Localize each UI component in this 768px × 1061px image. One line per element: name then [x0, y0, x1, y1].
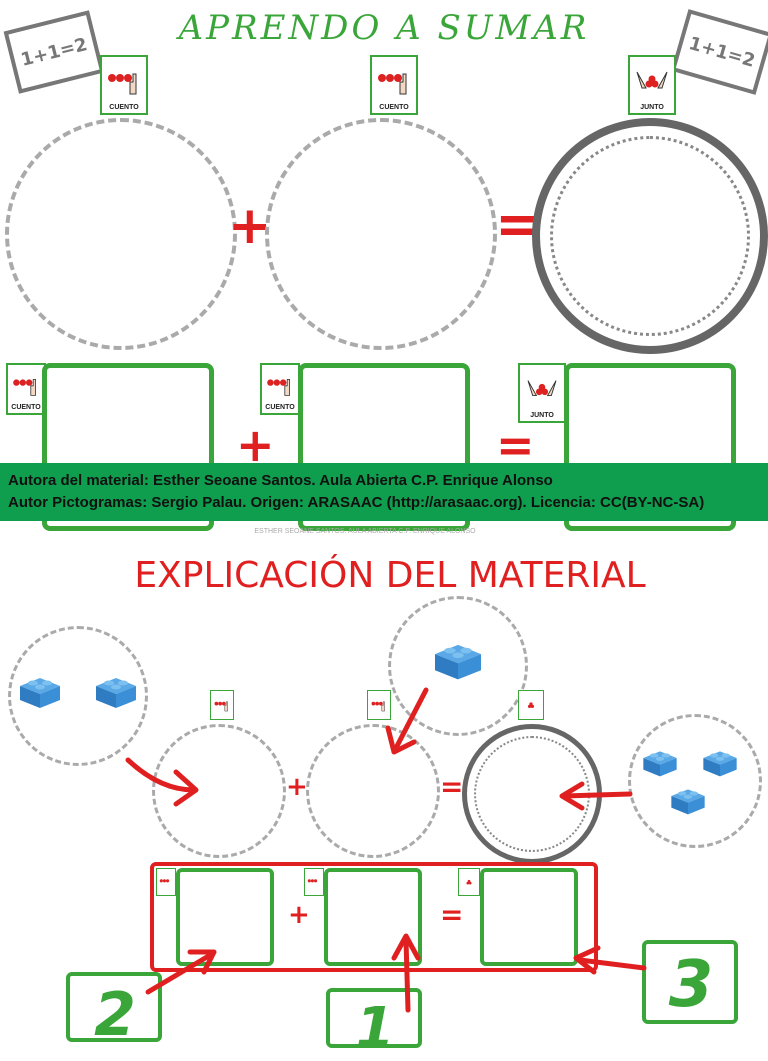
example-result-box — [480, 868, 578, 966]
sign-right-text: 1+1=2 — [686, 32, 758, 72]
result-circle — [532, 118, 768, 354]
plus-sign: + — [286, 772, 308, 802]
mini-picto-count-3 — [156, 868, 176, 896]
number-card-3: 3 — [642, 940, 738, 1024]
equals-sign: = — [440, 898, 464, 931]
number-two: 2 — [94, 980, 136, 1050]
page-title: APRENDO A SUMAR — [178, 8, 590, 48]
picto-label: CUENTO — [379, 104, 409, 111]
mini-count-circle-1 — [152, 724, 286, 858]
credits-pictograms: Autor Pictogramas: Sergio Palau. Origen:… — [8, 494, 705, 511]
picto-together-small: JUNTO — [518, 363, 566, 423]
example-count-box-1 — [176, 868, 274, 966]
lego-block-icon — [703, 751, 737, 777]
lego-block-icon — [96, 678, 136, 708]
count-hand-icon — [211, 691, 233, 719]
picto-count-small-2: CUENTO — [260, 363, 300, 415]
count-hand-icon — [262, 365, 298, 404]
plus-sign: + — [228, 196, 272, 256]
lego-block-icon — [20, 678, 60, 708]
watermark: ESTHER SEOANE SANTOS. AULA ABIERTA C.P. … — [254, 528, 476, 535]
mini-result-circle — [462, 724, 602, 864]
mini-picto-count-1 — [210, 690, 234, 720]
credits-banner: Autora del material: Esther Seoane Santo… — [0, 463, 768, 521]
number-card-1: 1 — [326, 988, 422, 1061]
picto-label: JUNTO — [640, 104, 664, 111]
lego-block-icon — [671, 789, 705, 815]
picto-label: CUENTO — [265, 404, 295, 411]
section-title: EXPLICACIÓN DEL MATERIAL — [134, 555, 646, 596]
mini-count-circle-2 — [306, 724, 440, 858]
count-hand-icon — [305, 869, 323, 895]
count-hand-icon — [8, 365, 44, 404]
number-card-2: 2 — [66, 972, 162, 1050]
together-hands-icon — [459, 869, 479, 895]
blocks-circle-top — [388, 596, 528, 736]
picto-count-2: CUENTO — [370, 55, 418, 115]
number-three: 3 — [668, 948, 714, 1022]
mini-picto-count-2 — [367, 690, 391, 720]
picto-label: CUENTO — [109, 104, 139, 111]
picto-label: JUNTO — [530, 412, 554, 419]
blocks-circle-left — [8, 626, 148, 766]
lego-block-icon — [435, 644, 481, 680]
blocks-circle-right — [628, 714, 762, 848]
count-hand-icon — [368, 691, 390, 719]
picto-together: JUNTO — [628, 55, 676, 115]
count-circle-2 — [265, 118, 497, 350]
picto-count-small-1: CUENTO — [6, 363, 46, 415]
lego-block-icon — [643, 751, 677, 777]
mini-picto-together — [518, 690, 544, 720]
plus-sign: + — [288, 900, 310, 930]
example-frame — [150, 862, 598, 972]
together-hands-icon — [630, 57, 674, 104]
together-hands-icon — [519, 691, 543, 719]
count-circle-1 — [5, 118, 237, 350]
picto-count-1: CUENTO — [100, 55, 148, 115]
credits-author: Autora del material: Esther Seoane Santo… — [8, 472, 553, 489]
count-hand-icon — [157, 869, 175, 895]
mini-picto-together-2 — [458, 868, 480, 896]
picto-label: CUENTO — [11, 404, 41, 411]
mini-picto-count-4 — [304, 868, 324, 896]
example-count-box-2 — [324, 868, 422, 966]
count-hand-icon — [372, 57, 416, 104]
number-one: 1 — [355, 996, 395, 1061]
together-hands-icon — [520, 365, 564, 412]
equals-sign: = — [440, 770, 464, 803]
count-hand-icon — [102, 57, 146, 104]
sign-left-text: 1+1=2 — [18, 33, 90, 71]
